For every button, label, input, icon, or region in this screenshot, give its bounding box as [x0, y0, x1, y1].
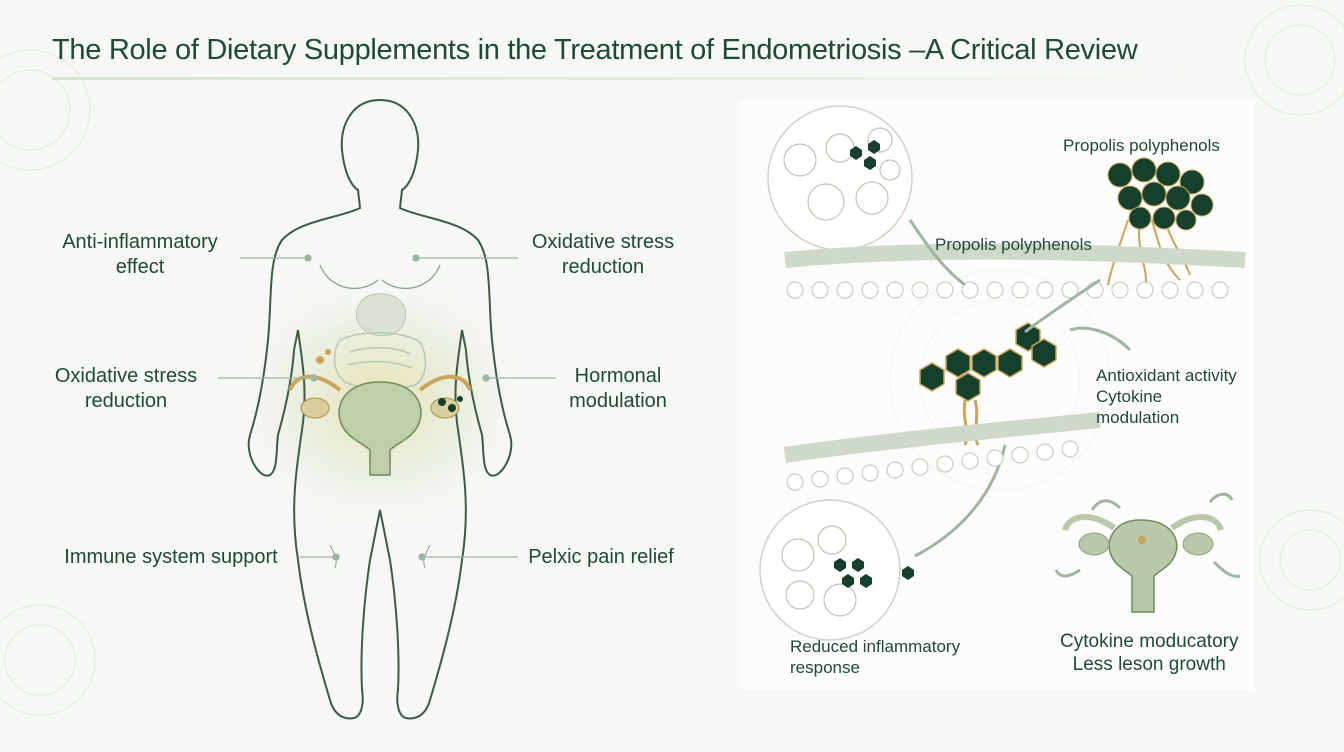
- stomach: [355, 293, 407, 337]
- body-outline: [247, 98, 513, 720]
- label-connectors: [218, 254, 556, 561]
- polyphenol-hexagons: [919, 322, 1057, 402]
- body-figure: [230, 98, 530, 720]
- page-title: The Role of Dietary Supplements in the T…: [52, 34, 1138, 66]
- arrow-to-hexagons: [1024, 278, 1101, 334]
- cell-cluster-circle-top: [767, 105, 913, 251]
- label-propolis-polyphenols-top: Propolis polyphenols: [1063, 136, 1220, 155]
- label-pelvic-pain-relief: Pelxic pain relief: [528, 546, 674, 568]
- cell-membrane-bottom: [783, 412, 1101, 491]
- arrow-down-left: [908, 219, 966, 287]
- polyphenol-cluster: [1107, 157, 1214, 291]
- label-propolis-polyphenols-mid: Propolis polyphenols: [935, 235, 1092, 254]
- arrow-curve-right: [1069, 326, 1132, 352]
- label-immune-support: Immune system support: [64, 546, 278, 568]
- cell-cluster-circle-bottom: [759, 499, 914, 641]
- intestines: [333, 332, 427, 390]
- uterus-diagram: [1054, 492, 1241, 613]
- mechanism-diagram: [759, 105, 1246, 641]
- uterus-illustration: [288, 349, 472, 476]
- title-divider: [52, 77, 1192, 80]
